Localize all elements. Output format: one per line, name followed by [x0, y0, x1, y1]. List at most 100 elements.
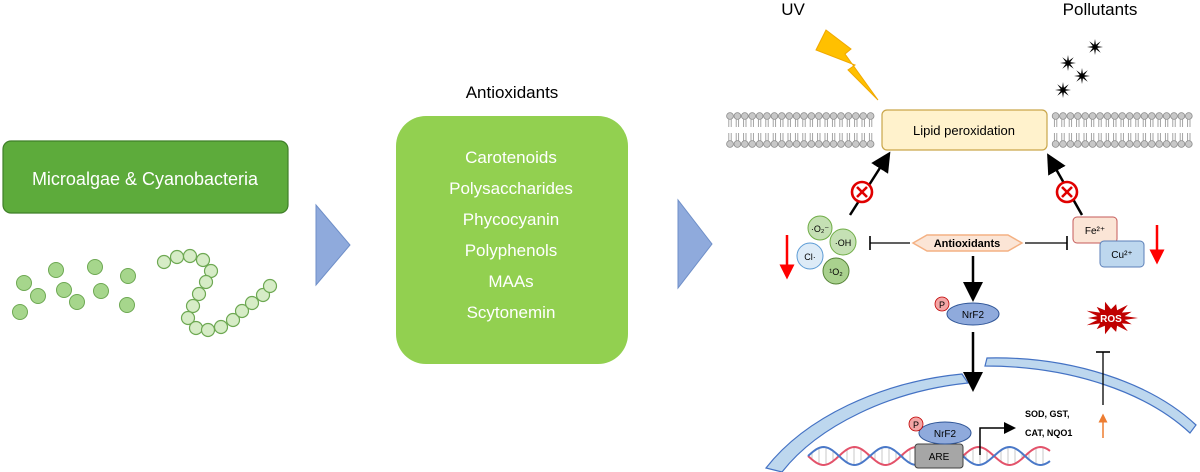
nuclear-nrf2-ellipse — [918, 421, 972, 445]
lipid-peroxidation-label: Lipid peroxidation — [913, 123, 1015, 138]
microalgae-cell — [119, 297, 135, 313]
cyanobacteria-cell — [169, 249, 185, 265]
superoxide-bubble — [807, 215, 833, 241]
lipid-unit — [1184, 112, 1193, 148]
lipid-unit — [1103, 112, 1112, 148]
lipid-unit — [1140, 112, 1149, 148]
chlorine-bubble — [796, 242, 824, 270]
cyanobacteria-filament — [156, 248, 278, 338]
antioxidant-item: Polysaccharides — [449, 179, 573, 198]
lipid-unit — [740, 112, 749, 148]
antioxidants-hexagon — [911, 234, 1024, 252]
nuclear-nrf2-label: NrF2 — [934, 429, 957, 440]
phospho-label: P — [939, 300, 945, 310]
pollutant-star — [1060, 55, 1076, 71]
copper-box — [1099, 240, 1145, 268]
microalgae-cell — [16, 275, 32, 291]
cyanobacteria-cell — [195, 252, 211, 268]
microalgae-cell — [12, 304, 28, 320]
flow-arrow-2 — [677, 198, 713, 290]
lipid-peroxidation-box — [881, 109, 1048, 151]
nuclear-phospho-label: P — [913, 420, 919, 430]
antioxidants-heading: Antioxidants — [466, 83, 559, 102]
uv-label: UV — [781, 0, 805, 19]
are-label: ARE — [929, 452, 950, 463]
lipid-unit — [792, 112, 801, 148]
lipid-unit — [800, 112, 808, 148]
antioxidant-item: MAAs — [488, 272, 533, 291]
lipid-unit — [829, 112, 838, 148]
genes-line-1: SOD, GST, — [1025, 409, 1070, 419]
cyanobacteria-cell — [225, 312, 241, 328]
lipid-unit — [1066, 112, 1075, 148]
cyanobacteria-cell — [200, 322, 216, 338]
pollutant-star — [1087, 39, 1103, 55]
transcription-arrow — [979, 422, 1016, 455]
flow-arrow-1 — [315, 203, 351, 287]
lipid-unit — [1177, 112, 1186, 148]
cyanobacteria-cell — [185, 298, 201, 314]
lipid-unit — [777, 112, 786, 148]
lipid-unit — [763, 112, 771, 148]
microalgae-cell — [69, 294, 85, 310]
pollutant-particles-icon — [1055, 39, 1103, 98]
lipid-unit — [733, 112, 742, 148]
singlet-oxygen-label: ¹O₂ — [829, 267, 843, 277]
nrf2-ellipse — [946, 302, 1000, 326]
lipid-unit — [785, 112, 794, 148]
cyanobacteria-cell — [188, 320, 204, 336]
source-title: Microalgae & Cyanobacteria — [32, 169, 259, 189]
superoxide-label: ·O₂⁻ — [811, 224, 829, 234]
lipid-unit — [859, 112, 868, 148]
inhibition-icon — [1055, 180, 1079, 204]
lipid-unit — [1133, 112, 1141, 148]
iron-label: Fe²⁺ — [1085, 226, 1105, 237]
lipid-unit — [755, 112, 764, 148]
lipid-unit — [1118, 112, 1127, 148]
antioxidant-item: Phycocyanin — [463, 210, 559, 229]
lipid-unit — [1059, 112, 1067, 148]
center-antioxidants-label: Antioxidants — [934, 238, 1001, 250]
nrf2-label: NrF2 — [962, 310, 985, 321]
ros-burst-icon — [1086, 301, 1138, 335]
microalgae-cell — [93, 283, 109, 299]
lipid-unit — [1147, 112, 1156, 148]
antioxidant-item: Carotenoids — [465, 148, 557, 167]
microalgae-cells — [12, 259, 136, 320]
pollutant-star — [1055, 82, 1071, 98]
cyanobacteria-cell — [191, 286, 207, 302]
lipid-unit — [837, 112, 845, 148]
microalgae-cell — [56, 282, 72, 298]
cyanobacteria-cell — [182, 248, 198, 264]
lipid-unit — [1110, 112, 1119, 148]
hydroxyl-label: ·OH — [835, 238, 852, 248]
cyanobacteria-cell — [262, 278, 278, 294]
antioxidant-item: Scytonemin — [467, 303, 556, 322]
chlorine-label: Cl· — [804, 252, 816, 262]
copper-label: Cu²⁺ — [1111, 250, 1132, 261]
lipid-unit — [770, 112, 779, 148]
lipid-unit — [1051, 112, 1060, 148]
hydroxyl-bubble — [829, 228, 857, 256]
lipid-unit — [844, 112, 853, 148]
phospho-dot — [934, 296, 950, 312]
cyanobacteria-cell — [244, 295, 260, 311]
ros-label: ROS — [1100, 314, 1122, 325]
lipid-unit — [822, 112, 831, 148]
microalgae-cell — [120, 268, 136, 284]
pollutant-star — [1074, 68, 1090, 84]
lipid-unit — [1073, 112, 1082, 148]
lipid-unit — [1125, 112, 1134, 148]
pollutants-label: Pollutants — [1063, 0, 1138, 19]
cyanobacteria-cell — [198, 274, 214, 290]
mechanism-panel: UV Pollutants Lipid peroxidation — [726, 0, 1197, 472]
radicals-cluster: ·O₂⁻ ·OH Cl· ¹O₂ — [796, 215, 857, 285]
lipid-unit — [807, 112, 816, 148]
antioxidants-panel: Antioxidants Carotenoids Polysaccharides… — [396, 83, 628, 364]
genes-line-2: CAT, NQO1 — [1025, 428, 1072, 438]
inhibition-icon — [850, 180, 874, 204]
lipid-unit — [726, 112, 734, 148]
antioxidants-box — [396, 116, 628, 364]
microalgae-cell — [87, 259, 103, 275]
